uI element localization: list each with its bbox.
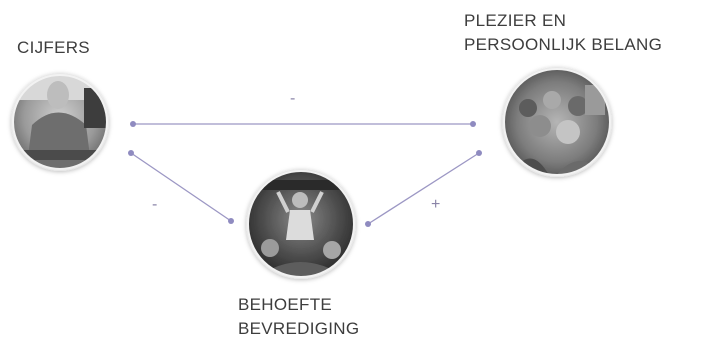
node-label-behoefte: BEHOEFTE BEVREDIGING <box>238 293 359 341</box>
node-label-cijfers: CIJFERS <box>17 36 90 60</box>
node-label-line: CIJFERS <box>17 38 90 57</box>
edge-dot <box>365 221 371 227</box>
edge-dot <box>228 218 234 224</box>
edge-sign-behoefte-plezier: + <box>431 196 441 213</box>
node-label-line: PERSOONLIJK BELANG <box>464 35 663 54</box>
node-label-line: PLEZIER EN <box>464 11 567 30</box>
edge-dot <box>476 150 482 156</box>
photo-behoefte <box>246 169 356 279</box>
photo-cijfers <box>11 73 109 171</box>
edge-sign-cijfers-plezier: - <box>290 90 296 107</box>
node-label-line: BEVREDIGING <box>238 319 360 338</box>
photo-plezier <box>502 67 612 177</box>
edge-line-behoefte-plezier <box>367 152 480 225</box>
edge-dot <box>128 150 134 156</box>
edge-dot <box>130 121 136 127</box>
edge-sign-cijfers-behoefte: - <box>152 196 158 213</box>
edge-dot <box>470 121 476 127</box>
node-label-plezier: PLEZIER EN PERSOONLIJK BELANG <box>464 9 662 57</box>
node-label-line: BEHOEFTE <box>238 295 333 314</box>
edge-line-cijfers-behoefte <box>130 152 232 222</box>
